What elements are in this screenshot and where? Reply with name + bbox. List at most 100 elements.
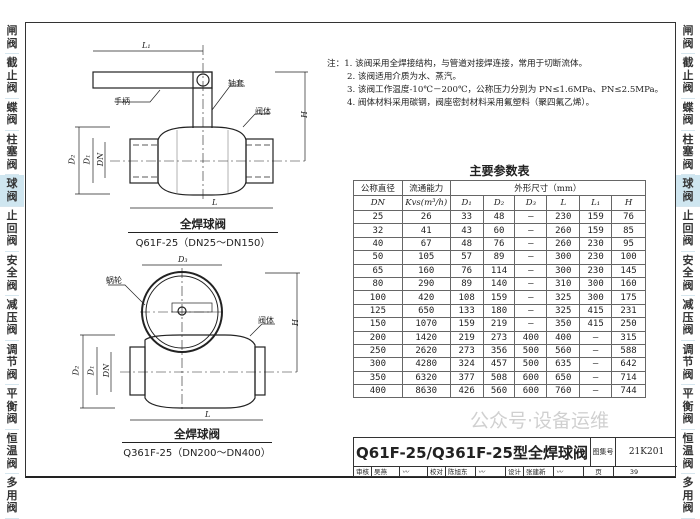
- caption-model: Q61F-25（DN25～DN150）: [128, 232, 278, 249]
- sidebar-item[interactable]: 平衡阀: [5, 385, 19, 430]
- table-cell: 40: [353, 236, 403, 252]
- sidebar-item[interactable]: 调节阀: [5, 341, 19, 385]
- table-cell: 230: [579, 263, 613, 278]
- table-cell: —: [514, 236, 548, 252]
- table-cell: —: [514, 290, 548, 305]
- table-cell: 114: [482, 263, 516, 278]
- table-cell: 300: [579, 276, 613, 292]
- sidebar-item[interactable]: 减压阀: [5, 296, 19, 341]
- table-cell: 560: [546, 343, 581, 359]
- table-cell: 48: [482, 209, 516, 225]
- caption-title: 全焊球阀: [174, 427, 220, 441]
- table-cell: 26: [401, 209, 451, 225]
- table-cell: 400: [514, 330, 548, 345]
- table-cell: 642: [611, 357, 646, 372]
- table-cell: 250: [611, 317, 646, 332]
- table-cell: 100: [353, 290, 403, 305]
- label-sleeve: 轴套: [228, 79, 244, 88]
- dim-H-2: H: [290, 319, 300, 326]
- sidebar-item[interactable]: 恒温阀: [5, 430, 19, 474]
- table-cell: 159: [449, 317, 484, 332]
- table-cell: 600: [514, 384, 548, 399]
- table-cell: 324: [449, 357, 484, 372]
- valve-drawings: [75, 45, 308, 421]
- page-label: 页: [584, 467, 614, 477]
- design-label: 设计: [506, 467, 524, 477]
- table-cell: 145: [611, 263, 646, 278]
- table-cell: 588: [611, 343, 646, 359]
- table-cell: 95: [611, 236, 646, 252]
- table-cell: 260: [546, 223, 581, 238]
- table-cell: 6320: [401, 370, 451, 386]
- dim-L-2: L: [205, 410, 211, 419]
- dim-L: L: [212, 198, 218, 207]
- table-cell: 230: [546, 209, 581, 225]
- dim-D2: D₂: [67, 154, 77, 165]
- table-cell: 76: [611, 209, 646, 225]
- table-cell: 377: [449, 370, 484, 386]
- designer-signature: 〰: [554, 467, 584, 477]
- sidebar-item[interactable]: 柱塞阀: [5, 131, 19, 175]
- table-cell: 175: [611, 290, 646, 305]
- table-cell: 1070: [401, 317, 451, 332]
- sidebar-item[interactable]: 柱塞阀: [681, 131, 695, 175]
- sidebar-item[interactable]: 调节阀: [681, 341, 695, 385]
- sidebar-item[interactable]: 蝶阀: [681, 99, 695, 131]
- check-label: 校对: [428, 467, 446, 477]
- table-cell: 560: [482, 384, 516, 399]
- sidebar-item[interactable]: 球阀: [676, 175, 700, 207]
- label-worm: 蜗轮: [106, 276, 122, 285]
- sidebar-item[interactable]: 闸阀: [681, 22, 695, 54]
- column-header: Kvs(m³/h): [401, 195, 451, 211]
- table-cell: 76: [449, 263, 484, 278]
- table-cell: 310: [546, 276, 581, 292]
- welded-ball-valve-large-drawing: [80, 264, 300, 421]
- table-cell: 41: [401, 223, 451, 238]
- table-cell: 273: [449, 343, 484, 359]
- sidebar-item[interactable]: 安全阀: [681, 252, 695, 296]
- note-2: 2. 该阀适用介质为水、蒸汽。: [347, 72, 462, 82]
- sidebar-item[interactable]: 安全阀: [5, 252, 19, 296]
- sidebar-item[interactable]: 止回阀: [681, 207, 695, 252]
- handle-shape: [92, 71, 213, 89]
- sidebar-item[interactable]: 平衡阀: [681, 385, 695, 430]
- dim-H: H: [299, 111, 309, 118]
- sidebar-item[interactable]: 恒温阀: [681, 430, 695, 474]
- table-cell: 108: [449, 290, 484, 305]
- column-header: L₁: [579, 195, 613, 211]
- table-cell: 300: [353, 357, 403, 372]
- table-cell: 250: [353, 343, 403, 359]
- header-dn: 公称直径: [353, 180, 403, 196]
- page-number: 39: [629, 468, 639, 476]
- sidebar-item[interactable]: 减压阀: [681, 296, 695, 341]
- sidebar-item[interactable]: 球阀: [0, 175, 24, 207]
- table-cell: 714: [611, 370, 646, 386]
- table-cell: —: [514, 317, 548, 332]
- sidebar-item[interactable]: 截止阀: [681, 54, 695, 99]
- sidebar-item[interactable]: 闸阀: [5, 22, 19, 54]
- atlas-number: 21K201: [616, 438, 677, 467]
- designer: 张建新: [524, 467, 554, 477]
- sidebar-item[interactable]: 止回阀: [5, 207, 19, 252]
- table-cell: 8630: [401, 384, 451, 399]
- drawing-frame: [25, 22, 676, 478]
- caption-title: 全焊球阀: [180, 217, 226, 231]
- table-cell: 273: [482, 330, 516, 345]
- dim-D1: D₁: [82, 154, 92, 165]
- table-cell: —: [579, 343, 613, 359]
- table-cell: 57: [449, 250, 484, 265]
- table-cell: 105: [401, 250, 451, 265]
- table-cell: 400: [546, 330, 581, 345]
- table-cell: 67: [401, 236, 451, 252]
- table-cell: 230: [579, 236, 613, 252]
- table-cell: 415: [579, 317, 613, 332]
- sidebar-item[interactable]: 蝶阀: [5, 99, 19, 131]
- table-cell: —: [514, 223, 548, 238]
- sidebar-item[interactable]: 截止阀: [5, 54, 19, 99]
- table-cell: 140: [482, 276, 516, 292]
